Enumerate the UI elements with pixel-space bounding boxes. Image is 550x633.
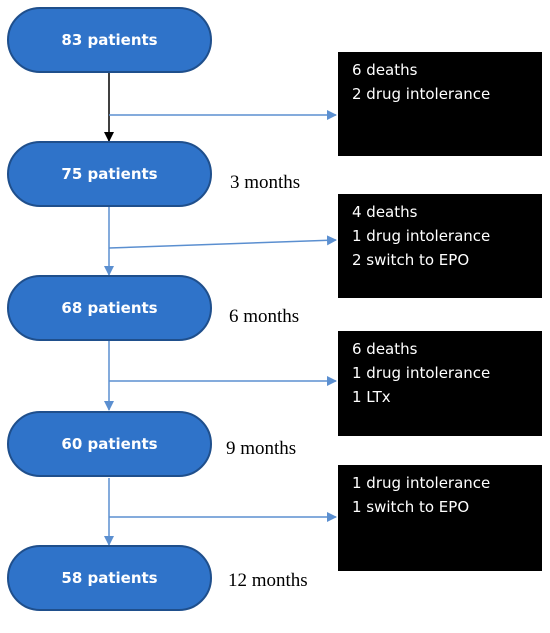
- exclusion-line: 1 drug intolerance: [352, 474, 491, 492]
- exclusion-line: 2 drug intolerance: [352, 85, 491, 103]
- exclusion-line: 1 switch to EPO: [352, 498, 470, 516]
- stage-node-1: 83 patients: [7, 7, 212, 73]
- stage-node-2: 75 patients: [7, 141, 212, 207]
- stage-label: 68 patients: [61, 299, 158, 317]
- stage-node-3: 68 patients: [7, 275, 212, 341]
- exclusion-line: 1 LTx: [352, 388, 391, 406]
- exclusion-line: 6 deaths: [352, 340, 418, 358]
- exclusion-line: 4 deaths: [352, 203, 418, 221]
- exclusion-line: 2 switch to EPO: [352, 251, 470, 269]
- exclusion-box-2: 4 deaths 1 drug intolerance 2 switch to …: [338, 194, 542, 298]
- time-label-6-months: 6 months: [229, 306, 300, 327]
- stage-node-5: 58 patients: [7, 545, 212, 611]
- arrow-to-exclusion-2: [108, 235, 337, 249]
- time-label-12-months: 12 months: [228, 570, 308, 591]
- time-label-9-months: 9 months: [226, 438, 297, 459]
- exclusion-box-3: 6 deaths 1 drug intolerance 1 LTx: [338, 331, 542, 436]
- stage-label: 58 patients: [61, 569, 158, 587]
- exclusion-line: 1 drug intolerance: [352, 227, 491, 245]
- stage-label: 83 patients: [61, 31, 158, 49]
- exclusion-box-1: 6 deaths 2 drug intolerance: [338, 52, 542, 156]
- time-label-3-months: 3 months: [230, 172, 301, 193]
- stage-node-4: 60 patients: [7, 411, 212, 477]
- exclusion-line: 6 deaths: [352, 61, 418, 79]
- exclusion-box-4: 1 drug intolerance 1 switch to EPO: [338, 465, 542, 571]
- stage-label: 60 patients: [61, 435, 158, 453]
- stage-label: 75 patients: [61, 165, 158, 183]
- exclusion-line: 1 drug intolerance: [352, 364, 491, 382]
